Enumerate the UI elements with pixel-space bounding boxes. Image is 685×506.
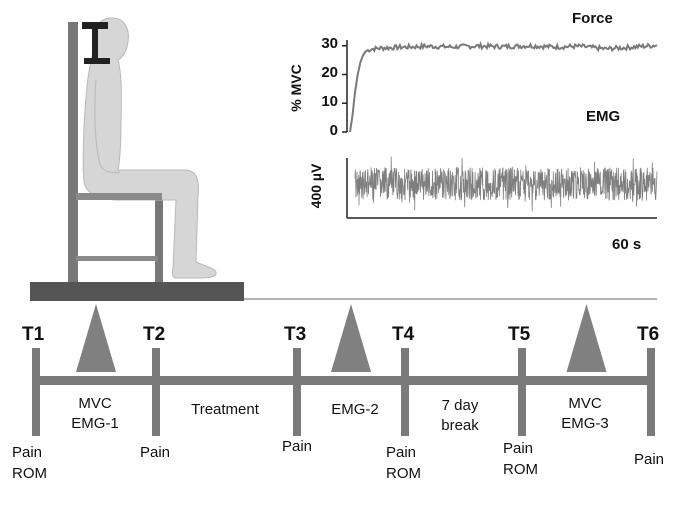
emg-y-axis-label: 400 µV bbox=[308, 163, 324, 209]
emg-series-line bbox=[354, 156, 658, 212]
phase-5-line-1: MVC bbox=[568, 395, 602, 412]
figure-arm bbox=[94, 79, 121, 174]
t3-measure-pain: Pain bbox=[282, 438, 313, 455]
timepoint-tick-t1 bbox=[32, 348, 40, 436]
timepoint-tick-t4 bbox=[401, 348, 409, 436]
force-y-axis-label: % MVC bbox=[288, 64, 304, 112]
phase-2-line-1: Treatment bbox=[191, 401, 259, 418]
emg-chart-title: EMG bbox=[586, 108, 621, 125]
chair-front-leg bbox=[155, 195, 163, 284]
phase-1-marker-triangle bbox=[76, 304, 116, 372]
phase-5-marker-triangle bbox=[566, 304, 607, 372]
timepoint-label-t2: T2 bbox=[143, 324, 166, 345]
t2-measure-pain: Pain bbox=[140, 444, 171, 461]
t5-measure-pain: Pain bbox=[503, 440, 534, 457]
t4-measure-rom: ROM bbox=[386, 465, 421, 482]
base-platform bbox=[30, 282, 244, 301]
phase-1-line-1: MVC bbox=[78, 395, 112, 412]
phase-3-marker-triangle bbox=[331, 304, 371, 372]
t1-measure-pain: Pain bbox=[12, 444, 43, 461]
timepoint-tick-t5 bbox=[518, 348, 526, 436]
timepoint-tick-t2 bbox=[152, 348, 160, 436]
force-chart bbox=[342, 40, 658, 133]
phase-3-line-1: EMG-2 bbox=[331, 401, 379, 418]
timepoint-label-t4: T4 bbox=[392, 324, 415, 345]
t5-measure-rom: ROM bbox=[503, 461, 538, 478]
chair-rung bbox=[76, 256, 158, 261]
t6-measure-pain: Pain bbox=[634, 451, 665, 468]
phase-4-line-1: 7 day bbox=[441, 397, 479, 414]
phase-5-line-2: EMG-3 bbox=[561, 415, 609, 432]
t4-measure-pain: Pain bbox=[386, 444, 417, 461]
timepoint-label-t3: T3 bbox=[284, 324, 307, 345]
force-tick-10: 10 bbox=[321, 93, 338, 110]
timepoint-label-t6: T6 bbox=[637, 324, 660, 345]
chair-seat bbox=[76, 193, 162, 200]
phase-1-line-2: EMG-1 bbox=[71, 415, 119, 432]
emg-chart bbox=[346, 156, 658, 219]
chair-back-post bbox=[68, 22, 78, 284]
timepoint-label-t1: T1 bbox=[22, 324, 45, 345]
timepoint-tick-t6 bbox=[647, 348, 655, 436]
force-chart-title: Force bbox=[572, 10, 613, 27]
timepoint-label-t5: T5 bbox=[508, 324, 531, 345]
emg-x-axis-label: 60 s bbox=[612, 236, 642, 253]
seated-figure bbox=[82, 17, 217, 279]
seated-subject-illustration bbox=[30, 17, 657, 301]
phase-4-line-2: break bbox=[441, 417, 479, 434]
t1-measure-rom: ROM bbox=[12, 465, 47, 482]
timeline bbox=[32, 304, 655, 436]
force-series-line bbox=[349, 41, 658, 133]
head-clamp-icon bbox=[82, 22, 110, 64]
force-tick-0: 0 bbox=[329, 122, 338, 139]
timeline-bar bbox=[36, 376, 651, 385]
force-tick-20: 20 bbox=[321, 64, 338, 81]
force-y-ticks bbox=[342, 45, 347, 133]
timepoint-tick-t3 bbox=[293, 348, 301, 436]
force-tick-30: 30 bbox=[321, 35, 338, 52]
